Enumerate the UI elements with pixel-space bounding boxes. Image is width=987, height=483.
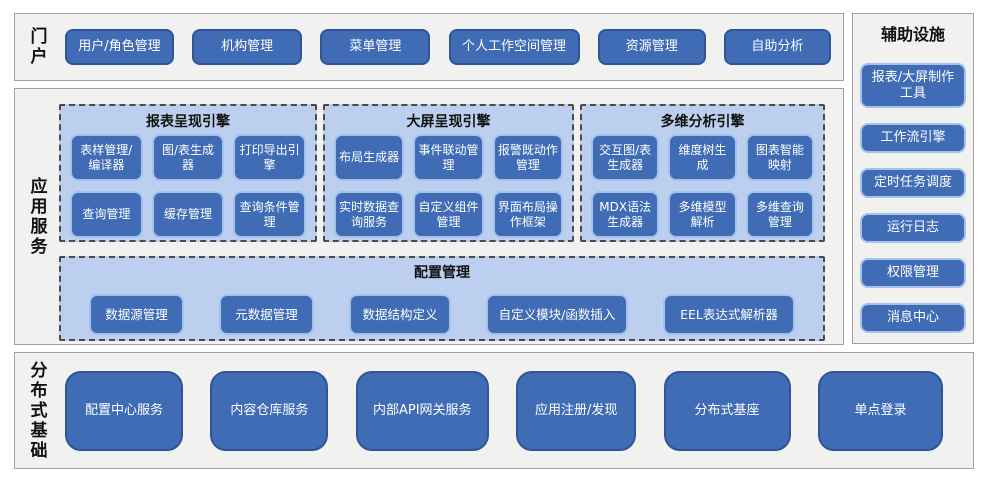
node-user-role-management: 用户/角色管理 bbox=[65, 29, 174, 65]
node-message-center: 消息中心 bbox=[860, 303, 966, 333]
node-distributed-foundation: 分布式基座 bbox=[663, 370, 791, 451]
panel-report-engine: 报表呈现引擎 表样管理/编译器 图/表生成器 打印导出引擎 查询管理 缓存管理 … bbox=[59, 104, 317, 242]
panel-config-management-row: 数据源管理 元数据管理 数据结构定义 自定义模块/函数插入 EEL表达式解析器 bbox=[89, 294, 795, 335]
distributed-items-row: 配置中心服务 内容仓库服务 内部API网关服务 应用注册/发现 分布式基座 单点… bbox=[59, 353, 973, 468]
node-app-registration-discovery: 应用注册/发现 bbox=[516, 370, 637, 451]
panel-olap-engine: 多维分析引擎 交互图/表生成器 维度树生成 图表智能映射 MDX语法生成器 多维… bbox=[580, 104, 825, 242]
node-mdx-syntax-generator: MDX语法生成器 bbox=[591, 191, 660, 238]
app-services-section-label: 应用服务 bbox=[26, 176, 47, 257]
node-org-management: 机构管理 bbox=[192, 29, 303, 65]
panel-config-management-title: 配置管理 bbox=[414, 265, 470, 281]
node-multidim-model-parsing: 多维模型解析 bbox=[668, 191, 737, 238]
panel-olap-engine-title: 多维分析引擎 bbox=[660, 114, 745, 130]
panel-config-management: 配置管理 数据源管理 元数据管理 数据结构定义 自定义模块/函数插入 EEL表达… bbox=[59, 256, 825, 341]
portal-section: 门户 用户/角色管理 机构管理 菜单管理 个人工作空间管理 资源管理 自助分析 bbox=[14, 13, 844, 81]
node-personal-workspace-management: 个人工作空间管理 bbox=[448, 29, 580, 65]
distributed-base-section-label: 分布式基础 bbox=[26, 360, 47, 461]
engines-row: 报表呈现引擎 表样管理/编译器 图/表生成器 打印导出引擎 查询管理 缓存管理 … bbox=[59, 104, 835, 242]
panel-olap-engine-grid: 交互图/表生成器 维度树生成 图表智能映射 MDX语法生成器 多维模型解析 多维… bbox=[591, 134, 814, 238]
node-print-export-engine: 打印导出引擎 bbox=[233, 134, 306, 181]
node-cache-management: 缓存管理 bbox=[151, 191, 225, 238]
node-layout-generator: 布局生成器 bbox=[334, 134, 405, 181]
node-resource-management: 资源管理 bbox=[597, 29, 706, 65]
node-custom-component-management: 自定义组件管理 bbox=[413, 191, 484, 238]
node-eel-expression-parser: EEL表达式解析器 bbox=[663, 294, 795, 335]
node-scheduled-task-dispatch: 定时任务调度 bbox=[860, 168, 966, 198]
node-query-management: 查询管理 bbox=[70, 191, 143, 238]
node-permission-management: 权限管理 bbox=[860, 258, 966, 288]
node-chart-table-generator: 图/表生成器 bbox=[151, 134, 225, 181]
app-services-content: 报表呈现引擎 表样管理/编译器 图/表生成器 打印导出引擎 查询管理 缓存管理 … bbox=[59, 89, 843, 344]
node-query-condition-management: 查询条件管理 bbox=[233, 191, 306, 238]
node-workflow-engine: 工作流引擎 bbox=[860, 123, 966, 153]
node-config-center-service: 配置中心服务 bbox=[65, 370, 183, 451]
distributed-base-section: 分布式基础 配置中心服务 内容仓库服务 内部API网关服务 应用注册/发现 分布… bbox=[14, 352, 974, 469]
node-ui-layout-framework: 界面布局操作框架 bbox=[492, 191, 563, 238]
node-multidim-query-management: 多维查询管理 bbox=[745, 191, 814, 238]
node-chart-smart-mapping: 图表智能映射 bbox=[745, 134, 814, 181]
panel-report-engine-grid: 表样管理/编译器 图/表生成器 打印导出引擎 查询管理 缓存管理 查询条件管理 bbox=[70, 134, 306, 238]
node-single-sign-on: 单点登录 bbox=[817, 370, 943, 451]
portal-section-label: 门户 bbox=[26, 27, 47, 67]
node-dimension-tree-generation: 维度树生成 bbox=[668, 134, 737, 181]
node-menu-management: 菜单管理 bbox=[320, 29, 431, 65]
node-event-linkage-management: 事件联动管理 bbox=[413, 134, 484, 181]
node-datasource-management: 数据源管理 bbox=[89, 294, 184, 335]
node-alarm-action-management: 报警既动作管理 bbox=[492, 134, 563, 181]
auxiliary-facilities-section: 辅助设施 报表/大屏制作工具 工作流引擎 定时任务调度 运行日志 权限管理 消息… bbox=[852, 13, 974, 344]
portal-items-row: 用户/角色管理 机构管理 菜单管理 个人工作空间管理 资源管理 自助分析 bbox=[59, 14, 843, 80]
node-data-structure-definition: 数据结构定义 bbox=[349, 294, 451, 335]
panel-report-engine-title: 报表呈现引擎 bbox=[146, 114, 230, 130]
panel-dashboard-engine-grid: 布局生成器 事件联动管理 报警既动作管理 实时数据查询服务 自定义组件管理 界面… bbox=[334, 134, 563, 238]
app-services-section: 应用服务 报表呈现引擎 表样管理/编译器 图/表生成器 打印导出引擎 查询管理 … bbox=[14, 88, 844, 345]
node-self-service-analysis: 自助分析 bbox=[723, 29, 831, 65]
node-report-template-compiler: 表样管理/编译器 bbox=[70, 134, 143, 181]
node-content-repository-service: 内容仓库服务 bbox=[210, 370, 329, 451]
panel-dashboard-engine: 大屏呈现引擎 布局生成器 事件联动管理 报警既动作管理 实时数据查询服务 自定义… bbox=[323, 104, 574, 242]
node-internal-api-gateway-service: 内部API网关服务 bbox=[355, 370, 489, 451]
node-run-log: 运行日志 bbox=[860, 213, 966, 243]
node-interactive-chart-generator: 交互图/表生成器 bbox=[591, 134, 660, 181]
node-metadata-management: 元数据管理 bbox=[219, 294, 314, 335]
node-custom-module-function-insert: 自定义模块/函数插入 bbox=[486, 294, 628, 335]
node-report-dashboard-authoring-tool: 报表/大屏制作工具 bbox=[860, 63, 966, 108]
auxiliary-facilities-title: 辅助设施 bbox=[880, 25, 945, 44]
panel-dashboard-engine-title: 大屏呈现引擎 bbox=[406, 114, 491, 130]
node-realtime-data-query-service: 实时数据查询服务 bbox=[334, 191, 405, 238]
